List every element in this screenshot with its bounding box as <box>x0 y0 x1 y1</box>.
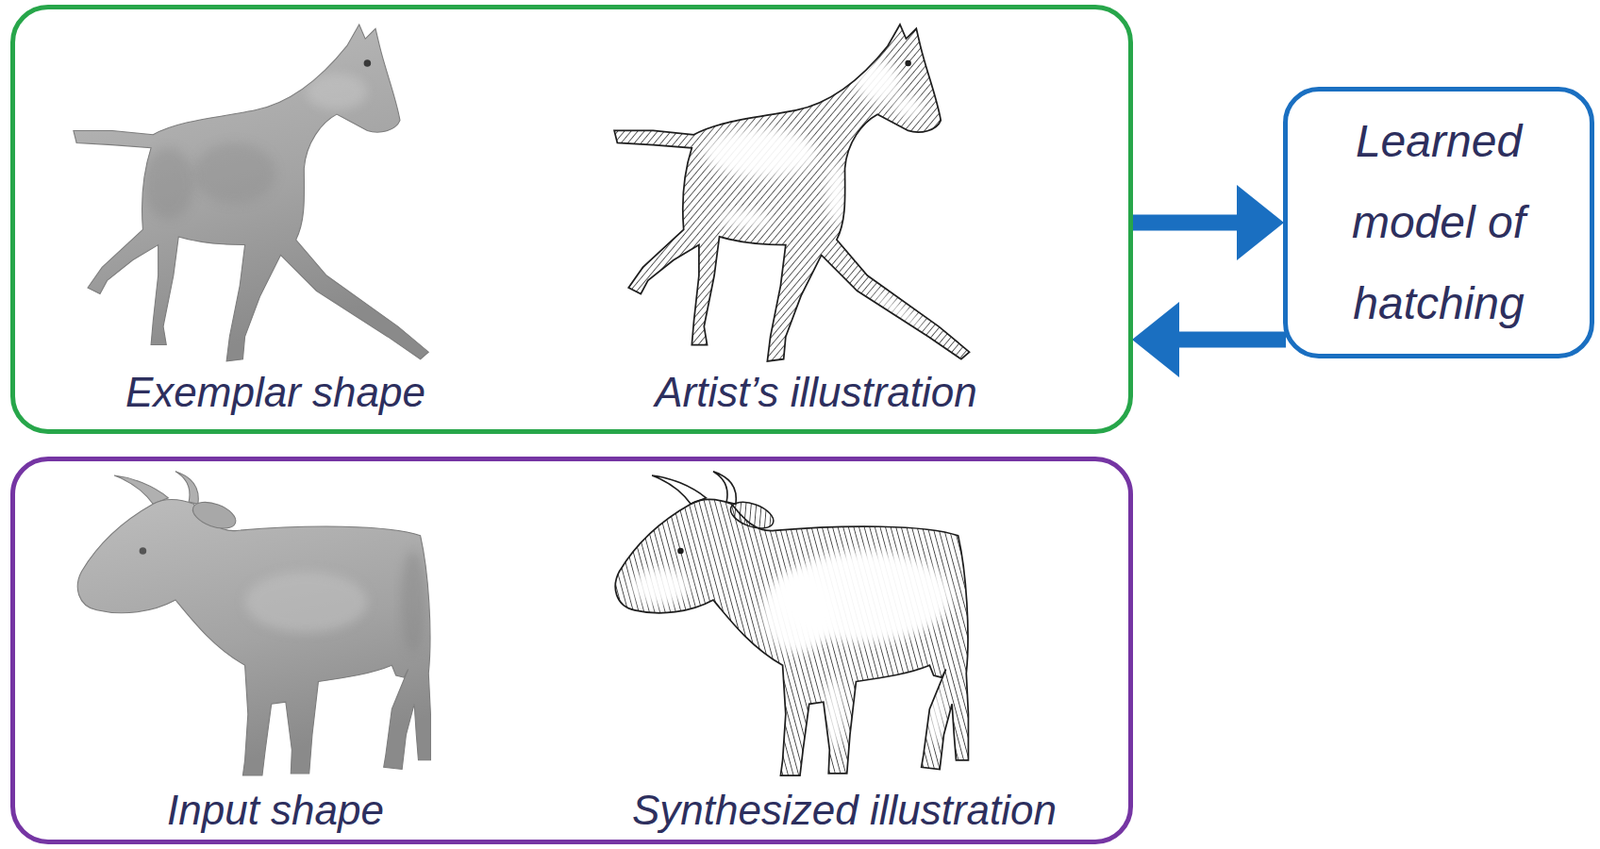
caption: Exemplar shape <box>125 368 426 417</box>
arrow-head <box>1132 301 1180 378</box>
cow-hatching <box>599 459 987 786</box>
arrow-shaft <box>1130 215 1237 232</box>
caption: Input shape <box>166 786 384 835</box>
model-box: Learned model of hatching <box>1283 86 1595 359</box>
node-label: Learned model of hatching <box>1311 100 1567 345</box>
exemplar-panel: Exemplar shape Artist’s illustration <box>10 4 1134 434</box>
horse-render <box>73 24 429 362</box>
caption: Synthesized illustration <box>632 786 1057 835</box>
caption: Artist’s illustration <box>654 368 978 417</box>
cow-render <box>77 471 431 776</box>
arrow-head <box>1236 184 1284 261</box>
horse-hatching <box>601 15 990 373</box>
flow-arrow <box>1130 184 1284 261</box>
flow-arrow <box>1132 301 1286 378</box>
synthesis-panel: Input shape Synthesized illustration <box>10 456 1134 845</box>
arrow-shaft <box>1179 332 1286 349</box>
